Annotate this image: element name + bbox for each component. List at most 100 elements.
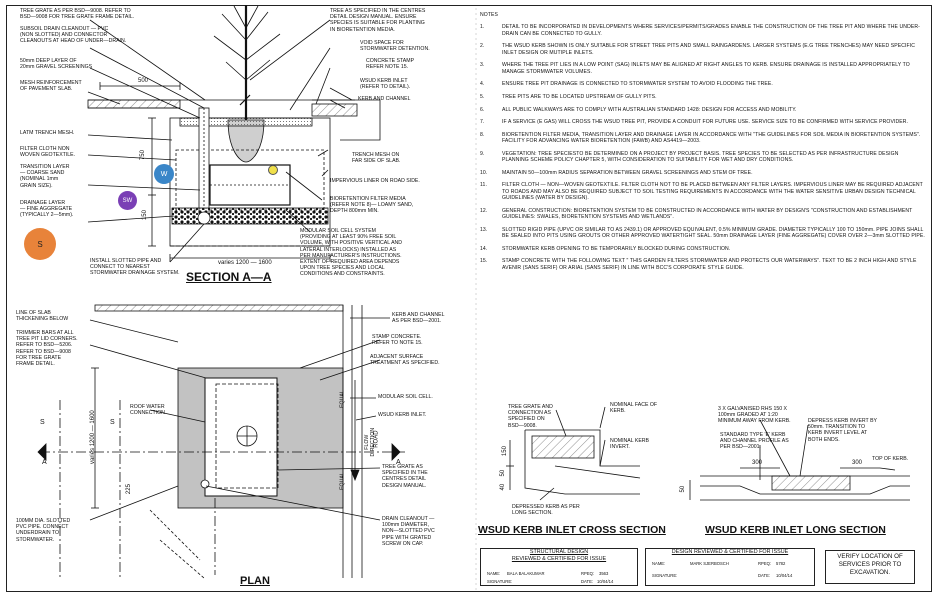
note-item: 12. GENERAL CONSTRUCTION: BIORETENTION SY…: [480, 208, 926, 221]
dim-varies-h: varies 1200 — 1600: [218, 260, 272, 266]
plan-a-right: A: [396, 459, 401, 466]
dim-750: 750: [139, 150, 146, 161]
note-item: 1.DETAIL TO BE INCORPORATED IN DEVELOPME…: [480, 24, 926, 37]
long-section-title: WSUD KERB INLET LONG SECTION: [705, 524, 886, 536]
label-drain-cleanout: DRAIN CLEANOUT — 100mm DIAMETER, NON—SLO…: [382, 516, 435, 547]
note-number: 4.: [480, 81, 485, 88]
note-number: 9.: [480, 150, 485, 157]
label-wsud-inlet: WSUD KERB INLET (REFER TO DETAIL).: [360, 78, 411, 91]
structural-name-label: NAME:: [487, 571, 501, 576]
plan-a-left: A: [42, 459, 47, 466]
label-cs-nominal-face: NOMINAL FACE OF KERB.: [610, 402, 658, 415]
note-number: 5.: [480, 94, 485, 100]
label-ls-depress: DEPRESS KERB INVERT BY 50mm. TRANSITION …: [808, 418, 877, 443]
label-trench-mesh: TRENCH MESH ON FAR SIDE OF SLAB.: [352, 152, 401, 165]
note-text: THE WSUD KERB SHOWN IS ONLY SUITABLE FOR…: [502, 43, 916, 56]
label-stamp-plan: STAMP CONCRETE. REFER TO NOTE 15.: [372, 334, 423, 347]
note-text: ENSURE TREE PIT DRAINAGE IS CONNECTED TO…: [502, 81, 773, 88]
note-item: 15.STAMP CONCRETE WITH THE FOLLOWING TEX…: [480, 258, 926, 271]
label-adjacent: ADJACENT SURFACE TREATMENT AS SPECIFIED.: [370, 354, 440, 367]
design-rpeq-label: RPEQ:: [758, 561, 772, 566]
note-number: 2.: [480, 43, 485, 50]
note-number: 8.: [480, 131, 485, 138]
kerb-long-section-drawing: [689, 419, 910, 501]
label-modular-plan: MODULAR SOIL CELL.: [378, 394, 433, 400]
label-kerb-channel-plan: KERB AND CHANNEL AS PER BSD—2001.: [392, 312, 445, 325]
dim-150: 150: [141, 210, 148, 221]
design-heading: DESIGN REVIEWED & CERTIFIED FOR ISSUE: [671, 549, 789, 555]
design-name-label: NAME:: [652, 561, 666, 566]
label-line-of-slab: LINE OF SLAB THICKENING BELOW: [16, 310, 69, 323]
structural-heading: STRUCTURAL DESIGN REVIEWED & CERTIFIED F…: [511, 549, 607, 562]
label-bio-media: BIORETENTION FILTER MEDIA (REFER NOTE 8)…: [330, 196, 414, 215]
notes-title: NOTES: [480, 12, 499, 18]
label-cs-nominal-invert: NOMINAL KERB INVERT.: [610, 438, 650, 451]
note-number: 12.: [480, 207, 488, 214]
label-gravel: 50mm DEEP LAYER OF 20mm GRAVEL SCREENING…: [20, 58, 93, 71]
note-text: FILTER CLOTH — NON—WOVEN GEOTEXTILE. FIL…: [502, 182, 923, 202]
label-tree-grate-plan: TREE GRATE AS SPECIFIED IN THE CENTRES D…: [382, 464, 428, 489]
label-trimmer-bars: TRIMMER BARS AT ALL TREE PIT LID CORNERS…: [16, 330, 78, 368]
note-text: TREE PITS ARE TO BE LOCATED UPSTREAM OF …: [502, 94, 657, 100]
label-cs-depressed: DEPRESSED KERB AS PER LONG SECTION.: [512, 504, 580, 517]
cross-section-title: WSUD KERB INLET CROSS SECTION: [478, 524, 666, 536]
marker-w: W: [154, 164, 174, 184]
note-item: 6.ALL PUBLIC WALKWAYS ARE TO COMPLY WITH…: [480, 107, 926, 113]
note-item: 2. THE WSUD KERB SHOWN IS ONLY SUITABLE F…: [480, 43, 926, 56]
note-item: 9.VEGETATION: TREE SPECIESTO BE DETERMIN…: [480, 151, 926, 164]
note-text: IF A SERVICE (E GAS) WILL CROSS THE WSUD…: [502, 119, 909, 126]
label-subsoil-drain: SUBSOIL DRAIN CLEANOUT — PVC (NON SLOTTE…: [20, 26, 127, 45]
label-install-pipe: INSTALL SLOTTED PIPE AND CONNECT TO NEAR…: [90, 258, 180, 277]
note-number: 7.: [480, 119, 485, 126]
plan-s-mid: S: [110, 419, 115, 426]
structural-rpeq-value: 3563: [599, 571, 609, 576]
label-equal-2: EQUAL: [339, 472, 346, 490]
section-a-a: [87, 5, 381, 263]
label-cs-tree-grate: TREE GRATE AND CONNECTION AS SPECIFIED O…: [508, 404, 553, 429]
structural-name-value: BALA BALAKUMAR: [507, 571, 545, 576]
label-ls-galv: 3 X GALVANISED RHS 150 X 100mm GRADED AT…: [718, 406, 791, 425]
structural-design-block: STRUCTURAL DESIGN REVIEWED & CERTIFIED F…: [480, 548, 638, 586]
label-filter-cloth: FILTER CLOTH NON WOVEN GEOTEXTILE.: [20, 146, 76, 159]
label-latm-mesh: LATM TRENCH MESH.: [20, 130, 75, 136]
note-item: 11.FILTER CLOTH — NON—WOVEN GEOTEXTILE. …: [480, 182, 926, 201]
note-text: ALL PUBLIC WALKWAYS ARE TO COMPLY WITH A…: [502, 106, 797, 113]
note-text: GENERAL CONSTRUCTION: BIORETENTION SYSTE…: [502, 207, 913, 221]
note-number: 1.: [480, 24, 485, 31]
dim-ls-50: 50: [680, 485, 687, 493]
note-number: 14.: [480, 245, 488, 252]
verify-services-block: VERIFY LOCATION OF SERVICES PRIOR TO EXC…: [825, 550, 915, 584]
structural-date-value: 10/04/14: [597, 579, 614, 584]
dim-cs-40: 40: [500, 483, 507, 491]
dim-500: 500: [138, 78, 149, 84]
structural-rpeq-label: RPEQ:: [581, 571, 595, 576]
label-concrete-stamp: CONCRETE STAMP REFER NOTE 15.: [366, 58, 415, 71]
note-text: WHERE THE TREE PIT LIES IN A LOW POINT (…: [502, 62, 910, 75]
plan-title: PLAN: [240, 575, 270, 587]
label-slotted-pipe: 100MM DIA. SLOTTED PVC PIPE. CONNECT UND…: [16, 518, 71, 543]
note-item: 7. IF A SERVICE (E GAS) WILL CROSS THE WS…: [480, 119, 926, 125]
note-number: 10.: [480, 169, 488, 176]
label-roof-water: ROOF WATER CONNECTION: [130, 404, 165, 417]
note-item: 14.STORMWATER KERB OPENING TO BE TEMPORA…: [480, 246, 926, 252]
design-date-value: 10/04/14: [776, 573, 793, 578]
label-drainage-layer: DRAINAGE LAYER — FINE AGGREGATE (TYPICAL…: [20, 200, 74, 219]
note-item: 4. ENSURE TREE PIT DRAINAGE IS CONNECTED …: [480, 81, 926, 87]
dim-cs-50: 50: [500, 469, 507, 477]
marker-sw: SW: [118, 191, 137, 210]
note-number: 13.: [480, 226, 488, 233]
note-number: 3.: [480, 62, 485, 69]
note-text: SLOTTED RIGID PIPE (UPVC OR SIMILAR TO A…: [502, 226, 925, 240]
section-title: SECTION A—A: [186, 270, 272, 284]
label-transition-layer: TRANSITION LAYER — COARSE SAND (NOMINAL …: [20, 164, 70, 189]
label-tree-grate: TREE GRATE AS PER BSD—9008. REFER TO BSD…: [20, 8, 135, 21]
label-ls-top-kerb: TOP OF KERB.: [872, 456, 909, 462]
marker-c: [268, 165, 278, 175]
label-mesh-reinforcement: MESH REINFORCEMENT OF PAVEMENT SLAB.: [20, 80, 82, 93]
label-tree-species: TREE AS SPECIFIED IN THE CENTRES DETAIL …: [330, 8, 426, 33]
note-number: 15.: [480, 258, 488, 265]
dim-ls-300-a: 300: [752, 460, 763, 466]
design-signature-label: SIGNATURE:: [652, 573, 678, 578]
label-impervious: IMPERVIOUS LINER ON ROAD SIDE.: [330, 178, 420, 184]
kerb-cross-section-drawing: [506, 406, 641, 501]
